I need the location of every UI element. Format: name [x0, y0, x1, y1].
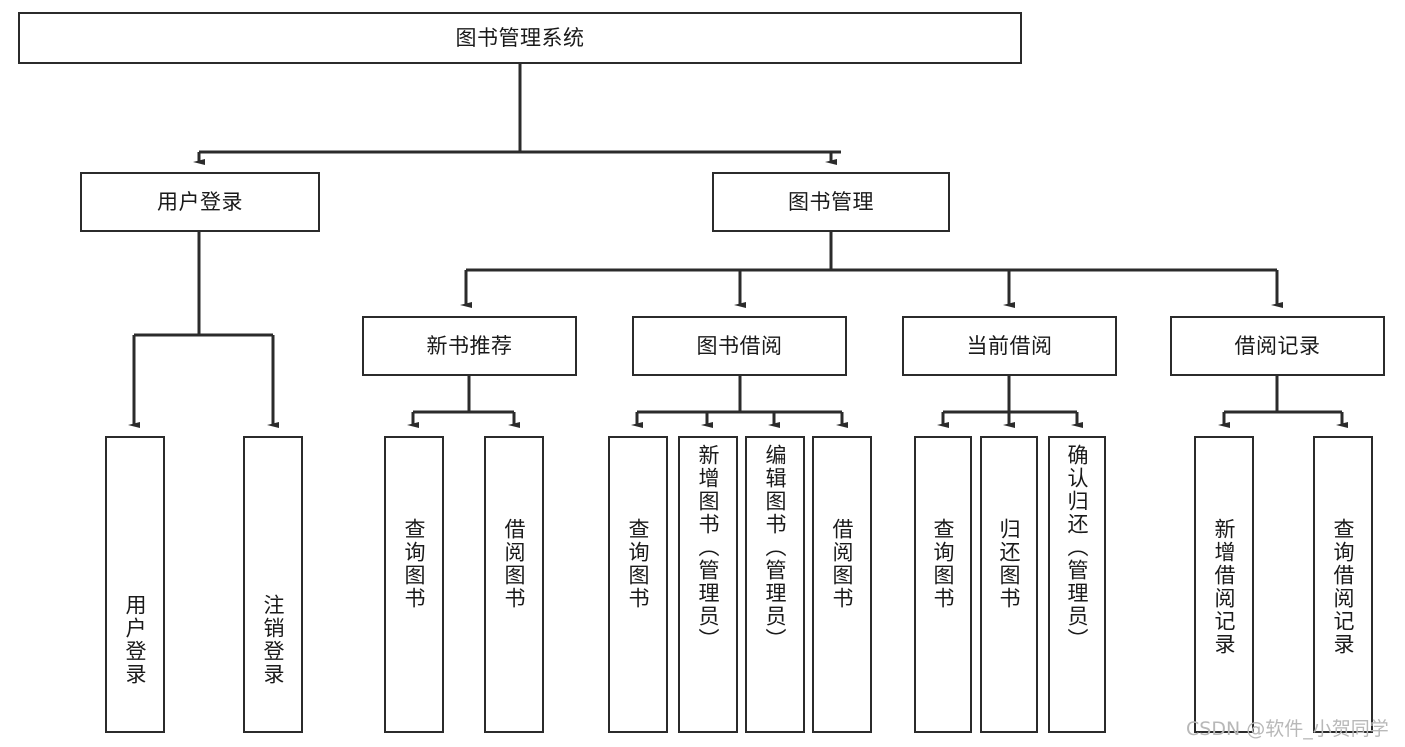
node-root-system[interactable]: 图书管理系统 [18, 12, 1022, 64]
node-label: 查询借阅记录 [1331, 518, 1356, 656]
csdn-watermark: CSDN @软件_小贺同学 [1186, 718, 1389, 740]
node-current-borrow[interactable]: 当前借阅 [902, 316, 1117, 376]
node-label: 编辑图书（管理员） [763, 444, 788, 651]
leaf-query-book-borrow[interactable]: 查询图书 [608, 436, 668, 733]
node-label: 用户登录 [123, 594, 148, 686]
leaf-edit-book-admin[interactable]: 编辑图书（管理员） [745, 436, 805, 733]
node-label: 新增图书（管理员） [696, 444, 721, 651]
node-label: 查询图书 [931, 518, 956, 610]
node-label: 新增借阅记录 [1212, 518, 1237, 656]
node-label: 注销登录 [261, 594, 286, 686]
node-user-login[interactable]: 用户登录 [80, 172, 320, 232]
leaf-query-book-current[interactable]: 查询图书 [914, 436, 972, 733]
node-label: 图书管理 [788, 189, 874, 214]
leaf-return-book[interactable]: 归还图书 [980, 436, 1038, 733]
node-book-borrow[interactable]: 图书借阅 [632, 316, 847, 376]
leaf-logout-login[interactable]: 注销登录 [243, 436, 303, 733]
leaf-borrow-book-recommend[interactable]: 借阅图书 [484, 436, 544, 733]
node-label: 归还图书 [997, 518, 1022, 610]
node-borrow-record[interactable]: 借阅记录 [1170, 316, 1385, 376]
node-label: 图书管理系统 [455, 25, 585, 50]
node-label: 新书推荐 [426, 333, 513, 358]
node-label: 用户登录 [157, 189, 243, 214]
node-label: 确认归还（管理员） [1065, 444, 1090, 651]
leaf-borrow-book[interactable]: 借阅图书 [812, 436, 872, 733]
node-label: 借阅记录 [1234, 333, 1321, 358]
leaf-user-login[interactable]: 用户登录 [105, 436, 165, 733]
node-book-management[interactable]: 图书管理 [712, 172, 950, 232]
leaf-query-borrow-record[interactable]: 查询借阅记录 [1313, 436, 1373, 733]
node-label: 当前借阅 [966, 333, 1053, 358]
node-label: 查询图书 [626, 518, 651, 610]
node-label: 借阅图书 [502, 518, 527, 610]
node-new-book-recommend[interactable]: 新书推荐 [362, 316, 577, 376]
node-label: 借阅图书 [830, 518, 855, 610]
leaf-add-borrow-record[interactable]: 新增借阅记录 [1194, 436, 1254, 733]
leaf-add-book-admin[interactable]: 新增图书（管理员） [678, 436, 738, 733]
leaf-query-book-recommend[interactable]: 查询图书 [384, 436, 444, 733]
leaf-confirm-return-admin[interactable]: 确认归还（管理员） [1048, 436, 1106, 733]
node-label: 查询图书 [402, 518, 427, 610]
node-label: 图书借阅 [696, 333, 783, 358]
